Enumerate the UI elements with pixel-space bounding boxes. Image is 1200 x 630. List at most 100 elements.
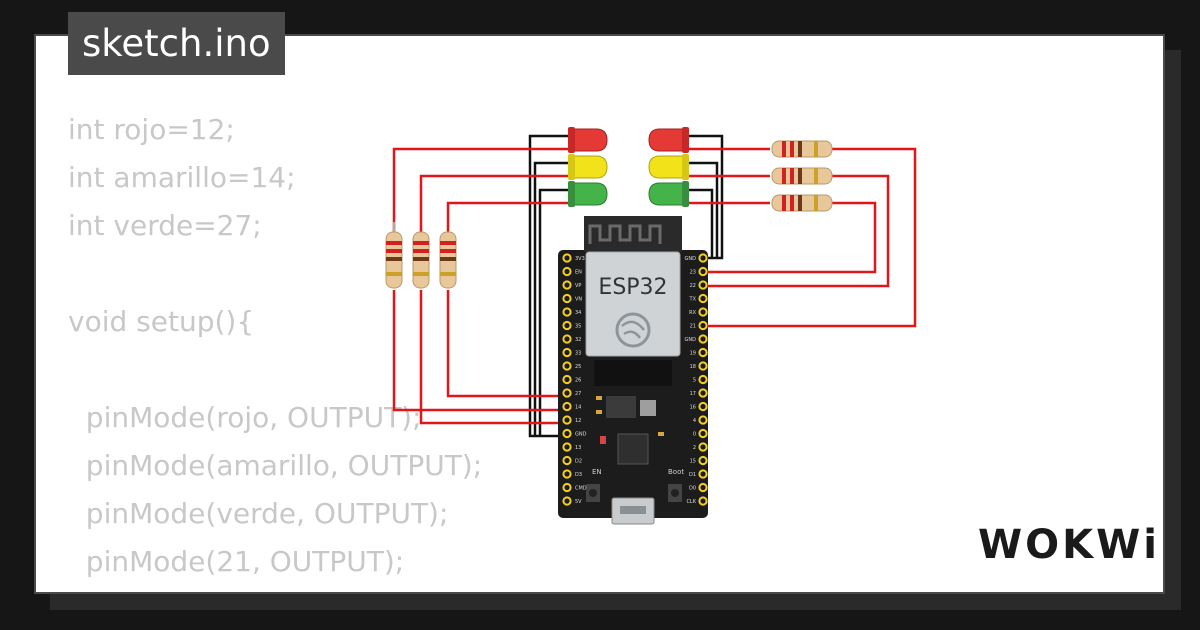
led-green [648,181,689,207]
pin-4 [698,415,708,425]
wire-pin-22 [704,174,890,288]
wire-gnd-left [528,134,572,438]
esp32-board: ESP32 EN Boot 3V3ENVPVN34353233252627141… [558,216,708,525]
espressif-logo-icon [615,312,651,348]
sketch-title-tab: sketch.ino [68,12,285,75]
pin-2 [698,442,708,452]
pin-26 [562,374,572,385]
wire-gnd-right-2 [688,161,719,258]
code-editor: int rojo=12;int amarillo=14;int verde=27… [68,106,483,592]
pin-label: CLK [686,499,696,505]
wire-gnd-left-2 [533,161,572,436]
pin-D1 [698,469,708,479]
pin-label: GND [575,432,587,438]
code-line: int rojo=12; [68,113,235,146]
led-green [568,181,608,207]
pin-35 [562,320,572,331]
resistor [771,140,833,158]
pin-label: TX [689,297,697,303]
pin-label: 22 [690,283,696,289]
pin-16 [698,401,708,412]
ground-wires [528,134,724,438]
pin-label: 0 [693,432,696,438]
pin-GND [562,428,572,439]
pin-5 [698,374,708,385]
pin-label: D1 [689,472,696,478]
pin-21 [698,320,708,331]
pin-34 [562,307,572,317]
pin-label: GND [685,256,697,262]
pin-label: D0 [689,486,696,492]
pin-13 [562,442,572,452]
resistors-right [771,140,833,212]
led-yellow [648,154,689,180]
pin-label: 15 [690,459,696,465]
code-line: pinMode(amarillo, OUTPUT); [68,449,483,482]
pin-label: 5 [693,378,696,384]
pin-27 [562,388,572,398]
leds-left [568,127,608,207]
led-red [648,127,689,153]
pin-label: VP [575,283,581,289]
pin-label: 4 [693,418,696,424]
leds-right [648,127,689,207]
pin-12 [562,415,572,425]
wire-pin-21 [704,147,917,328]
pin-3V3 [562,253,572,263]
pin-label: 27 [575,391,581,397]
pin-GND [698,334,708,344]
pin-label: EN [575,270,582,276]
wire-gnd-left-3 [538,188,572,436]
pin-label: 21 [690,324,696,330]
pin-label: 16 [690,405,696,411]
pin-19 [698,347,708,358]
pin-label: 13 [575,445,581,451]
pin-label: 18 [690,364,696,370]
resistor [771,167,833,185]
pin-D2 [562,455,572,466]
pin-label: 12 [575,418,581,424]
pin-label: GND [685,337,697,343]
pin-label: 3V3 [575,256,585,262]
resistor [385,222,403,289]
pin-label: VN [575,297,582,303]
code-line: pinMode(verde, OUTPUT); [68,497,449,530]
pin-22 [698,280,708,290]
pin-label: 5V [575,499,582,505]
wire-amarillo [419,174,572,236]
wire-verde [446,201,572,236]
code-line: int amarillo=14; [68,161,296,194]
pin-15 [698,455,708,466]
pin-CMD [562,482,572,493]
led-red [568,127,608,153]
wire-amarillo-pin [419,290,568,425]
wire-rojo [392,147,572,236]
wokwi-logo: WOKWi [978,522,1160,568]
pin-EN [562,266,572,277]
pin-label: 32 [575,337,581,343]
signal-wires [392,147,917,425]
pin-label: 35 [575,324,581,330]
resistor [412,231,430,289]
resistor [771,194,833,212]
pin-23 [698,266,708,277]
pin-label: 26 [575,378,581,384]
card-shadow-right [1165,50,1181,610]
wire-pin-23 [704,201,877,274]
pin-VP [562,280,572,290]
card-shadow-bottom [50,594,1181,610]
pin-label: 19 [690,351,696,357]
pin-18 [698,361,708,371]
pin-header-left: 3V3ENVPVN343532332526271412GND13D2D3CMD5… [562,253,587,506]
pin-label: D3 [575,472,582,478]
board-label: ESP32 [598,275,667,300]
pin-32 [562,334,572,344]
code-line: pinMode(rojo, OUTPUT); [68,401,422,434]
wire-rojo-pin [392,290,568,412]
pin-D0 [698,482,708,493]
pin-VN [562,293,572,304]
resistor [439,231,457,289]
pin-label: CMD [575,486,587,492]
